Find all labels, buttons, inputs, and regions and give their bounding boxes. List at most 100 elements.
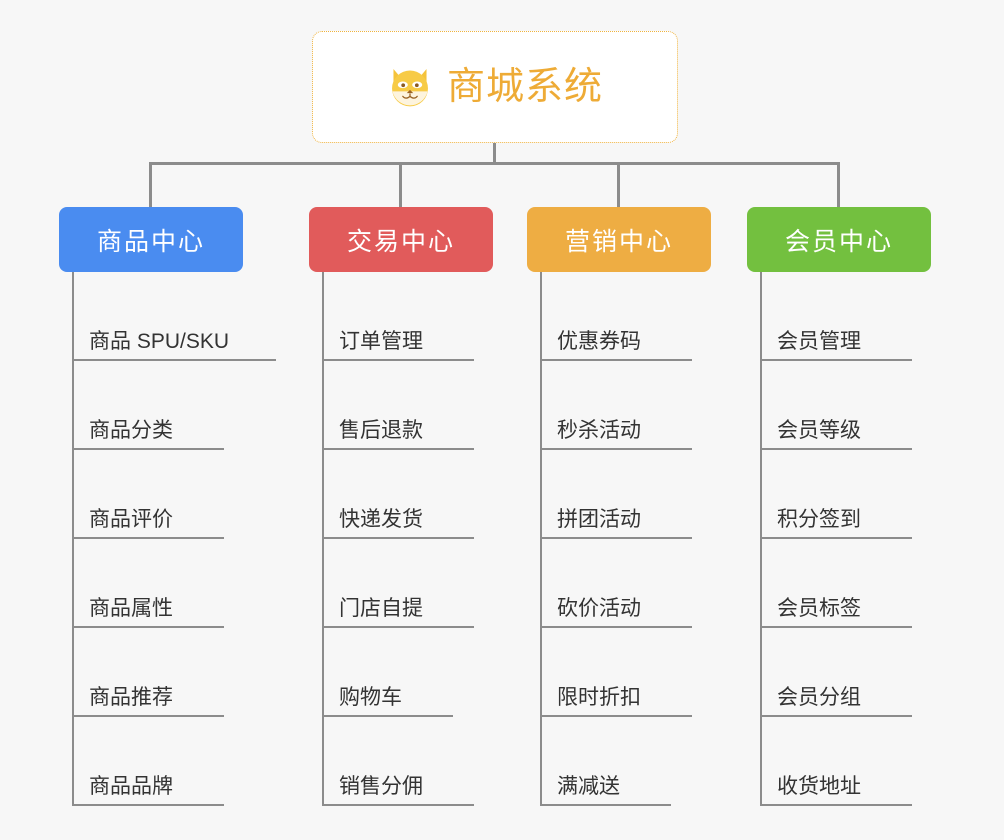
item-label: 购物车	[339, 686, 402, 709]
item-label: 优惠券码	[557, 330, 641, 353]
item-label: 商品分类	[89, 419, 173, 442]
list-item[interactable]: 限时折扣	[527, 628, 711, 717]
item-underline	[72, 715, 224, 717]
item-underline	[540, 537, 692, 539]
list-item[interactable]: 商品分类	[59, 361, 243, 450]
item-underline	[72, 626, 224, 628]
item-label: 门店自提	[339, 597, 423, 620]
item-underline	[322, 804, 474, 806]
item-label: 商品 SPU/SKU	[89, 330, 230, 353]
list-item[interactable]: 订单管理	[309, 272, 493, 361]
column-trade-center: 交易中心 订单管理 售后退款 快递发货 门店自提 购物车	[309, 207, 493, 806]
category-title: 营销中心	[564, 227, 673, 256]
item-list: 商品 SPU/SKU 商品分类 商品评价 商品属性 商品推荐 商品品牌	[59, 272, 276, 806]
item-label: 会员标签	[777, 597, 861, 620]
item-underline	[72, 359, 276, 361]
item-label: 满减送	[557, 775, 620, 798]
list-item[interactable]: 秒杀活动	[527, 361, 711, 450]
item-underline	[72, 804, 224, 806]
list-item[interactable]: 商品品牌	[59, 717, 243, 806]
column-spine	[322, 272, 324, 806]
item-underline	[760, 537, 912, 539]
connector-drop-2	[399, 162, 402, 208]
item-label: 秒杀活动	[557, 419, 641, 442]
list-item[interactable]: 购物车	[309, 628, 493, 717]
category-title: 商品中心	[96, 227, 205, 256]
column-spine	[540, 272, 542, 806]
item-underline	[322, 715, 453, 717]
item-label: 会员分组	[777, 686, 861, 709]
item-list: 会员管理 会员等级 积分签到 会员标签 会员分组 收货地址	[747, 272, 931, 806]
list-item[interactable]: 商品属性	[59, 539, 243, 628]
item-label: 商品品牌	[89, 775, 173, 798]
item-underline	[322, 359, 474, 361]
column-marketing-center: 营销中心 优惠券码 秒杀活动 拼团活动 砍价活动 限时折扣	[527, 207, 711, 806]
item-label: 商品属性	[89, 597, 173, 620]
column-spine	[72, 272, 74, 806]
list-item[interactable]: 拼团活动	[527, 450, 711, 539]
item-underline	[760, 715, 912, 717]
category-header-marketing-center[interactable]: 营销中心	[527, 207, 711, 272]
item-label: 砍价活动	[557, 597, 641, 620]
item-label: 限时折扣	[557, 686, 641, 709]
connector-drop-3	[617, 162, 620, 208]
dog-face-icon	[392, 69, 428, 107]
item-label: 售后退款	[339, 419, 423, 442]
category-title: 交易中心	[346, 227, 455, 256]
item-label: 会员等级	[777, 419, 861, 442]
item-underline	[540, 448, 692, 450]
item-label: 商品推荐	[89, 686, 173, 709]
list-item[interactable]: 会员等级	[747, 361, 931, 450]
item-underline	[760, 448, 912, 450]
category-title: 会员中心	[784, 227, 893, 256]
list-item[interactable]: 积分签到	[747, 450, 931, 539]
list-item[interactable]: 会员分组	[747, 628, 931, 717]
list-item[interactable]: 商品 SPU/SKU	[59, 272, 276, 361]
item-list: 优惠券码 秒杀活动 拼团活动 砍价活动 限时折扣 满减送	[527, 272, 711, 806]
item-underline	[322, 537, 474, 539]
item-label: 会员管理	[777, 330, 861, 353]
category-header-member-center[interactable]: 会员中心	[747, 207, 931, 272]
list-item[interactable]: 快递发货	[309, 450, 493, 539]
item-underline	[322, 448, 474, 450]
list-item[interactable]: 优惠券码	[527, 272, 711, 361]
connector-root-stem	[493, 143, 496, 164]
item-label: 收货地址	[777, 775, 861, 798]
item-underline	[540, 626, 692, 628]
item-underline	[760, 804, 912, 806]
item-label: 快递发货	[339, 508, 423, 531]
item-underline	[760, 626, 912, 628]
list-item[interactable]: 商品推荐	[59, 628, 243, 717]
list-item[interactable]: 售后退款	[309, 361, 493, 450]
category-header-trade-center[interactable]: 交易中心	[309, 207, 493, 272]
list-item[interactable]: 砍价活动	[527, 539, 711, 628]
item-label: 积分签到	[777, 508, 861, 531]
list-item[interactable]: 会员标签	[747, 539, 931, 628]
column-product-center: 商品中心 商品 SPU/SKU 商品分类 商品评价 商品属性 商品推荐	[59, 207, 276, 806]
root-node-shop-system[interactable]: 商城系统	[312, 31, 678, 143]
item-underline	[540, 715, 692, 717]
connector-trunk	[149, 162, 840, 165]
root-title: 商城系统	[446, 66, 603, 108]
connector-drop-1	[149, 162, 152, 208]
list-item[interactable]: 销售分佣	[309, 717, 493, 806]
item-list: 订单管理 售后退款 快递发货 门店自提 购物车 销售分佣	[309, 272, 493, 806]
list-item[interactable]: 满减送	[527, 717, 711, 806]
list-item[interactable]: 收货地址	[747, 717, 931, 806]
item-underline	[72, 537, 224, 539]
item-underline	[322, 626, 474, 628]
item-label: 订单管理	[339, 330, 423, 353]
column-member-center: 会员中心 会员管理 会员等级 积分签到 会员标签 会员分组	[747, 207, 931, 806]
list-item[interactable]: 商品评价	[59, 450, 243, 539]
list-item[interactable]: 门店自提	[309, 539, 493, 628]
column-spine	[760, 272, 762, 806]
item-label: 销售分佣	[339, 775, 423, 798]
category-header-product-center[interactable]: 商品中心	[59, 207, 243, 272]
item-underline	[540, 804, 671, 806]
item-underline	[540, 359, 692, 361]
item-label: 拼团活动	[557, 508, 641, 531]
item-label: 商品评价	[89, 508, 173, 531]
list-item[interactable]: 会员管理	[747, 272, 931, 361]
item-underline	[760, 359, 912, 361]
